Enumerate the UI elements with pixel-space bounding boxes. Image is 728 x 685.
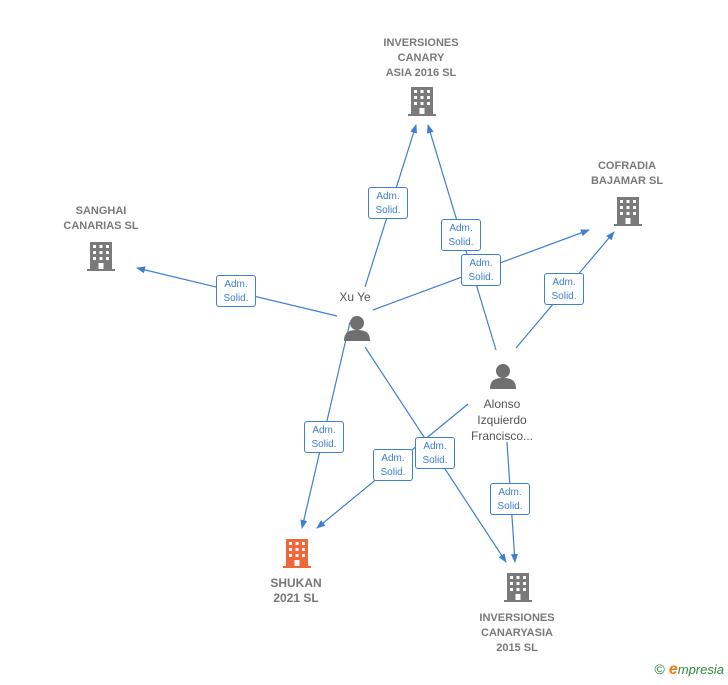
building-icon-cofradia[interactable] [614, 197, 642, 226]
edge-label-xuye-inversiones-canaryasia: Adm. Solid. [415, 437, 455, 469]
node-label-inversiones-canary[interactable]: INVERSIONES CANARY ASIA 2016 SL [383, 37, 459, 79]
edge-label-alonso-inversiones-canaryasia: Adm. Solid. [490, 483, 530, 515]
edge-label-alonso-inversiones-canary: Adm. Solid. [441, 219, 481, 251]
node-label-shukan[interactable]: SHUKAN 2021 SL [270, 576, 322, 605]
node-label-inversiones-canaryasia[interactable]: INVERSIONES CANARYASIA 2015 SL [479, 612, 555, 654]
building-icon-sanghai[interactable] [87, 242, 115, 271]
brand-initial: e [668, 661, 678, 678]
edge-label-xuye-sanghai: Adm. Solid. [216, 275, 256, 307]
person-icon-alonso[interactable] [490, 364, 516, 389]
edge-label-xuye-inversiones-canary: Adm. Solid. [368, 187, 408, 219]
empresia-logo[interactable]: ©empresia [655, 661, 724, 679]
edge-label-xuye-cofradia: Adm. Solid. [461, 254, 501, 286]
node-label-cofradia[interactable]: COFRADIA BAJAMAR SL [590, 160, 664, 187]
node-label-xu-ye[interactable]: Xu Ye [339, 290, 371, 304]
building-icon-inversiones-canaryasia[interactable] [504, 573, 532, 602]
edge-label-alonso-cofradia: Adm. Solid. [544, 273, 584, 305]
brand-name: mpresia [677, 662, 724, 677]
building-icon-shukan[interactable] [283, 539, 311, 568]
node-label-alonso[interactable]: Alonso Izquierdo Francisco... [470, 397, 534, 443]
copyright-icon: © [654, 661, 665, 677]
edge-label-alonso-shukan: Adm. Solid. [373, 449, 413, 481]
node-label-sanghai[interactable]: SANGHAI CANARIAS SL [63, 205, 139, 232]
edge-label-xuye-shukan: Adm. Solid. [304, 421, 344, 453]
building-icon-inversiones-canary[interactable] [408, 87, 436, 116]
